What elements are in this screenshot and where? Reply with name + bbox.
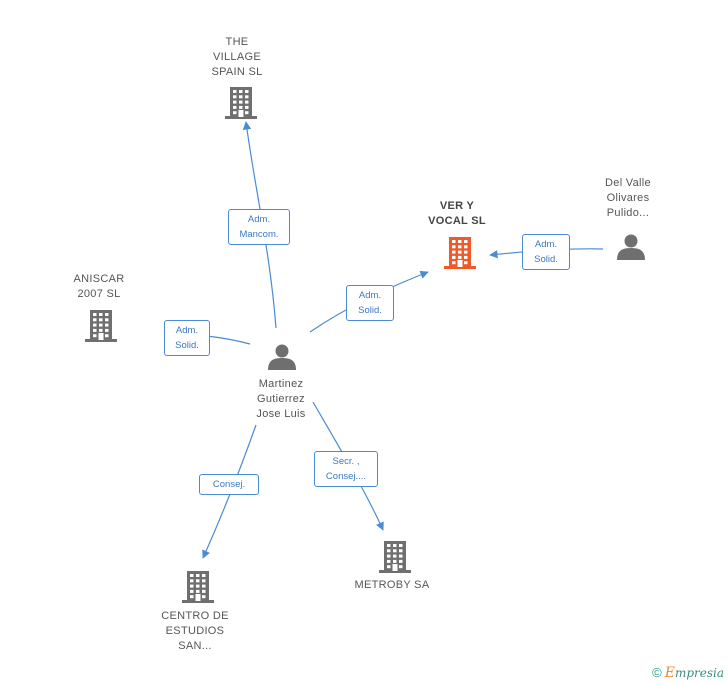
building-icon-ver[interactable]: [444, 237, 476, 269]
empresia-logo: Empresia: [664, 665, 724, 681]
edge-label-adm-mancom: Adm. Mancom.: [228, 209, 290, 245]
node-label-aniscar-2007[interactable]: ANISCAR 2007 SL: [73, 273, 125, 300]
edge-label-consej: Consej.: [199, 473, 259, 495]
building-icon-village[interactable]: [225, 87, 257, 119]
footer-brand[interactable]: ©Empresia: [652, 665, 724, 681]
building-icon-aniscar[interactable]: [85, 310, 117, 342]
node-label-the-village-spain[interactable]: THE VILLAGE SPAIN SL: [211, 36, 263, 78]
copyright-icon: ©: [652, 665, 662, 680]
person-icon-martinez[interactable]: [268, 344, 296, 371]
node-label-ver-y-vocal[interactable]: VER Y VOCAL SL: [428, 200, 486, 227]
building-icon-centro[interactable]: [182, 571, 214, 603]
node-label-del-valle-olivares[interactable]: Del Valle Olivares Pulido...: [605, 177, 651, 219]
edge-label-secr-consej: Secr. , Consej....: [314, 451, 378, 487]
node-label-metroby[interactable]: METROBY SA: [354, 579, 430, 591]
edge-label-adm-solid-delvalle: Adm. Solid.: [522, 234, 570, 270]
edge-label-adm-solid-aniscar: Adm. Solid.: [164, 320, 210, 356]
node-label-martinez-gutierrez[interactable]: Martinez Gutierrez Jose Luis: [256, 378, 306, 420]
edge-label-adm-solid-ver: Adm. Solid.: [346, 285, 394, 321]
person-icon-delvalle[interactable]: [617, 234, 645, 261]
building-icon-metroby[interactable]: [379, 541, 411, 573]
node-label-centro-de-estudios[interactable]: CENTRO DE ESTUDIOS SAN...: [161, 610, 229, 652]
